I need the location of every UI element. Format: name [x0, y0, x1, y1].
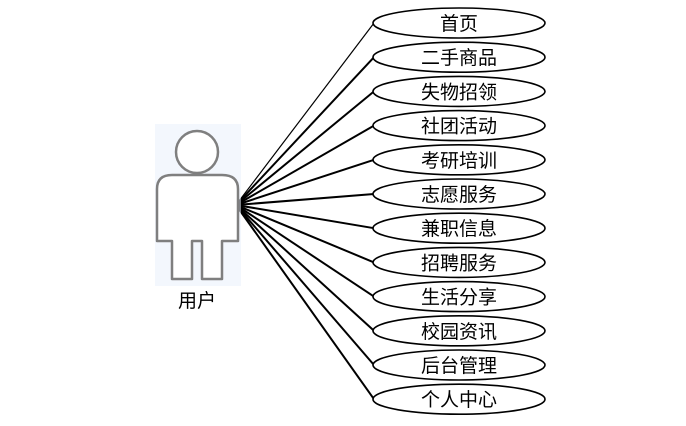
use-case-label: 生活分享	[421, 287, 497, 309]
use-case-node: 首页	[372, 7, 546, 39]
use-case-node: 个人中心	[372, 383, 546, 416]
use-case-ellipse	[372, 178, 546, 210]
use-case-node: 考研培训	[372, 144, 546, 176]
use-case-label: 志愿服务	[421, 184, 497, 206]
connector-line	[235, 158, 375, 206]
connector-line	[235, 22, 375, 206]
use-case-label: 校园资讯	[421, 321, 497, 343]
connector-line	[235, 124, 375, 206]
connector-lines	[235, 22, 375, 400]
use-case-node: 志愿服务	[372, 178, 546, 210]
connector-line	[235, 193, 375, 206]
actor-user: 用户	[155, 124, 241, 312]
connector-line	[235, 204, 375, 264]
use-case-label: 社团活动	[421, 116, 497, 138]
use-case-label: 考研培训	[421, 150, 497, 172]
use-case-ellipse	[372, 7, 546, 39]
use-case-node: 生活分享	[372, 280, 546, 313]
use-case-ellipse	[372, 314, 546, 347]
use-case-label: 二手商品	[421, 47, 497, 69]
use-case-ellipse	[372, 41, 546, 74]
use-case-node: 社团活动	[372, 109, 546, 142]
use-case-ellipse	[372, 383, 546, 416]
use-case-ellipse	[372, 349, 546, 381]
use-case-node: 校园资讯	[372, 314, 546, 347]
connector-line	[235, 204, 375, 400]
connector-line	[235, 56, 375, 206]
connector-line	[235, 90, 375, 206]
use-case-label: 失物招领	[421, 81, 497, 103]
use-case-label: 个人中心	[421, 389, 497, 411]
use-case-node: 失物招领	[372, 75, 546, 108]
use-case-label: 招聘服务	[421, 252, 497, 274]
use-case-node: 兼职信息	[372, 212, 546, 244]
actor-label: 用户	[178, 290, 216, 312]
use-case-ellipse	[372, 144, 546, 176]
use-case-label: 后台管理	[421, 355, 497, 377]
use-case-node: 后台管理	[372, 349, 546, 381]
use-case-ellipse	[372, 280, 546, 313]
actor-head-icon	[174, 129, 220, 175]
connector-line	[235, 204, 375, 332]
connector-line	[235, 204, 375, 230]
actor-body-icon	[155, 173, 240, 281]
use-case-label: 首页	[440, 13, 478, 35]
use-case-list: 首页二手商品失物招领社团活动考研培训志愿服务兼职信息招聘服务生活分享校园资讯后台…	[372, 7, 546, 416]
use-case-label: 兼职信息	[421, 218, 497, 240]
use-case-node: 二手商品	[372, 41, 546, 74]
use-case-ellipse	[372, 212, 546, 244]
connector-line	[235, 204, 375, 366]
use-case-node: 招聘服务	[372, 246, 546, 279]
use-case-ellipse	[372, 75, 546, 108]
use-case-ellipse	[372, 246, 546, 279]
use-case-ellipse	[372, 109, 546, 142]
connector-line	[235, 204, 375, 298]
